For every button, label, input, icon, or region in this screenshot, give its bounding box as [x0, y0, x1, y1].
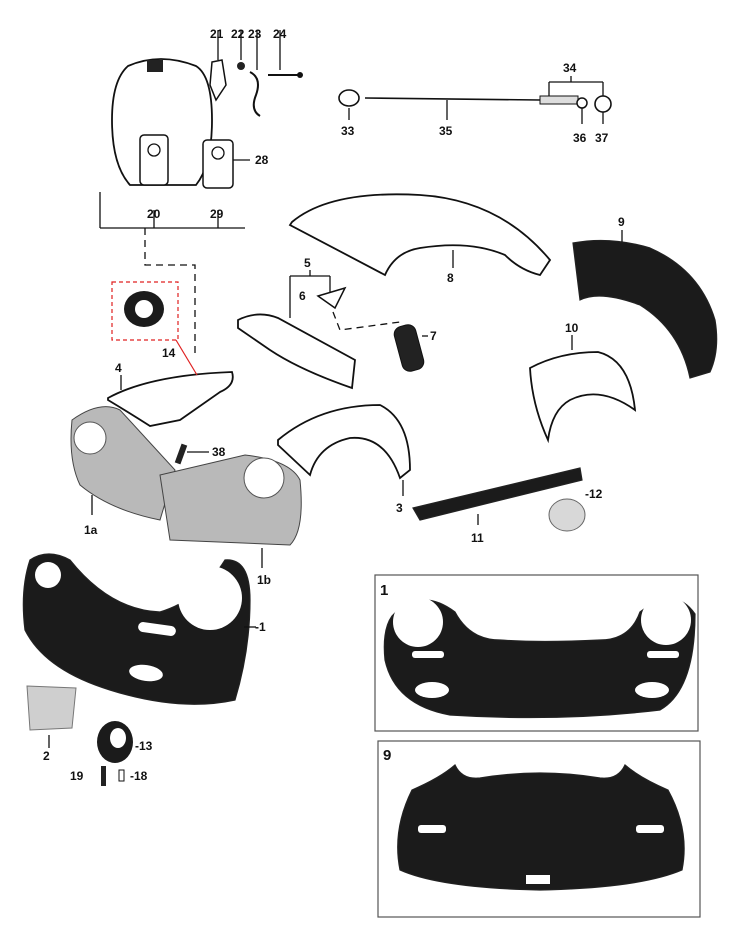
latch-plate-29-hole	[211, 146, 225, 160]
screw-19	[101, 766, 106, 786]
headlight-opening-right	[178, 566, 242, 630]
highlight-box-14	[111, 281, 179, 341]
callout-6: 6	[299, 289, 306, 303]
part-22-nut	[237, 62, 245, 70]
inset-1-fog-left	[415, 682, 449, 698]
callout-7: 7	[430, 329, 437, 343]
headlight-opening-left	[35, 562, 61, 588]
cable-sleeve	[539, 95, 579, 105]
badge-12	[548, 498, 586, 532]
headlight-bucket-13-opening	[110, 728, 126, 748]
lid-handle-shape	[147, 60, 163, 72]
nose-1-fog-opening	[129, 664, 163, 682]
callout-18: -18	[130, 769, 148, 783]
callout-33: 33	[341, 124, 355, 138]
inset-1-slot-right	[647, 651, 679, 658]
callout-35: 35	[439, 124, 453, 138]
cable-assembly-group: 34 33 35 36 37	[338, 61, 612, 145]
callout-22: 22	[231, 27, 245, 41]
callout-19: 19	[70, 769, 84, 783]
front-lid-group: 21 22 23 24 28 20 29	[99, 27, 303, 355]
front-nose-halves-group: 1a 1b	[70, 406, 302, 587]
callout-2: 2	[43, 749, 50, 763]
callout-11: 11	[471, 531, 484, 545]
lock-21-shape	[209, 59, 227, 102]
headlight-bucket-14-opening	[135, 300, 153, 318]
inset-1-headlight-left	[393, 597, 443, 647]
callout-3: 3	[396, 501, 403, 515]
front-nose-1	[22, 553, 251, 705]
callout-1b: 1b	[257, 573, 271, 587]
inset-9-vent	[526, 875, 550, 884]
callout-14: 14	[162, 346, 176, 360]
callout-9: 9	[618, 215, 625, 229]
inset-1: 1	[374, 574, 699, 732]
pin-38	[174, 443, 188, 465]
callout-28: 28	[255, 153, 269, 167]
nose-1-slot	[138, 622, 176, 636]
front-fender-4	[107, 371, 234, 427]
hood-8	[288, 193, 552, 277]
callout-24: 24	[273, 27, 287, 41]
callout-34: 34	[563, 61, 577, 75]
callout-21: 21	[210, 27, 224, 41]
washer-36	[576, 97, 588, 109]
latch-plate-20	[139, 134, 169, 186]
quarter-panel-3	[277, 404, 411, 480]
rocker-11	[412, 467, 583, 521]
callout-1: -1	[255, 620, 266, 634]
callout-1a: 1a	[84, 523, 98, 537]
body-panels-group: 8 5 6 7 10 9 4 14 3	[107, 193, 718, 545]
callout-8: 8	[447, 271, 454, 285]
plate-2	[26, 685, 77, 731]
callout-23: 23	[248, 27, 262, 41]
rod-24-end	[297, 72, 303, 78]
inset-1-panel	[383, 598, 696, 719]
inset-9-slot-left	[418, 825, 446, 833]
callout-20: 20	[147, 207, 161, 221]
rear-panel-9	[572, 239, 718, 379]
inset-9: 9	[377, 740, 701, 918]
callout-13: -13	[135, 739, 153, 753]
callout-5: 5	[304, 256, 311, 270]
clip-18	[118, 769, 125, 782]
front-nose-1-group: -1 2 -13 19 -18	[22, 553, 266, 786]
latch-plate-20-hole	[147, 143, 161, 157]
inset-9-slot-right	[636, 825, 664, 833]
callout-4: 4	[115, 361, 122, 375]
inset-1-headlight-right	[641, 595, 691, 645]
callout-12: -12	[585, 487, 603, 501]
inset-9-label: 9	[383, 747, 391, 764]
inset-1-label: 1	[380, 582, 388, 599]
callout-36: 36	[573, 131, 587, 145]
headlight-opening-1b	[243, 457, 285, 499]
headlight-opening-1a	[73, 421, 107, 455]
knob-33	[338, 89, 360, 107]
nut-37	[594, 95, 612, 113]
callout-38: 38	[212, 445, 226, 459]
bracket-6	[316, 286, 347, 310]
rear-fender-10	[529, 351, 637, 444]
spring-23-shape	[249, 71, 261, 117]
inset-1-slot-left	[412, 651, 444, 658]
callout-10: 10	[565, 321, 579, 335]
cowl-panel	[237, 313, 356, 390]
callout-37: 37	[595, 131, 609, 145]
callout-29: 29	[210, 207, 224, 221]
latch-plate-29	[202, 139, 234, 189]
sleeve-7	[393, 324, 425, 372]
inset-1-fog-right	[635, 682, 669, 698]
inset-9-panel	[397, 764, 685, 891]
